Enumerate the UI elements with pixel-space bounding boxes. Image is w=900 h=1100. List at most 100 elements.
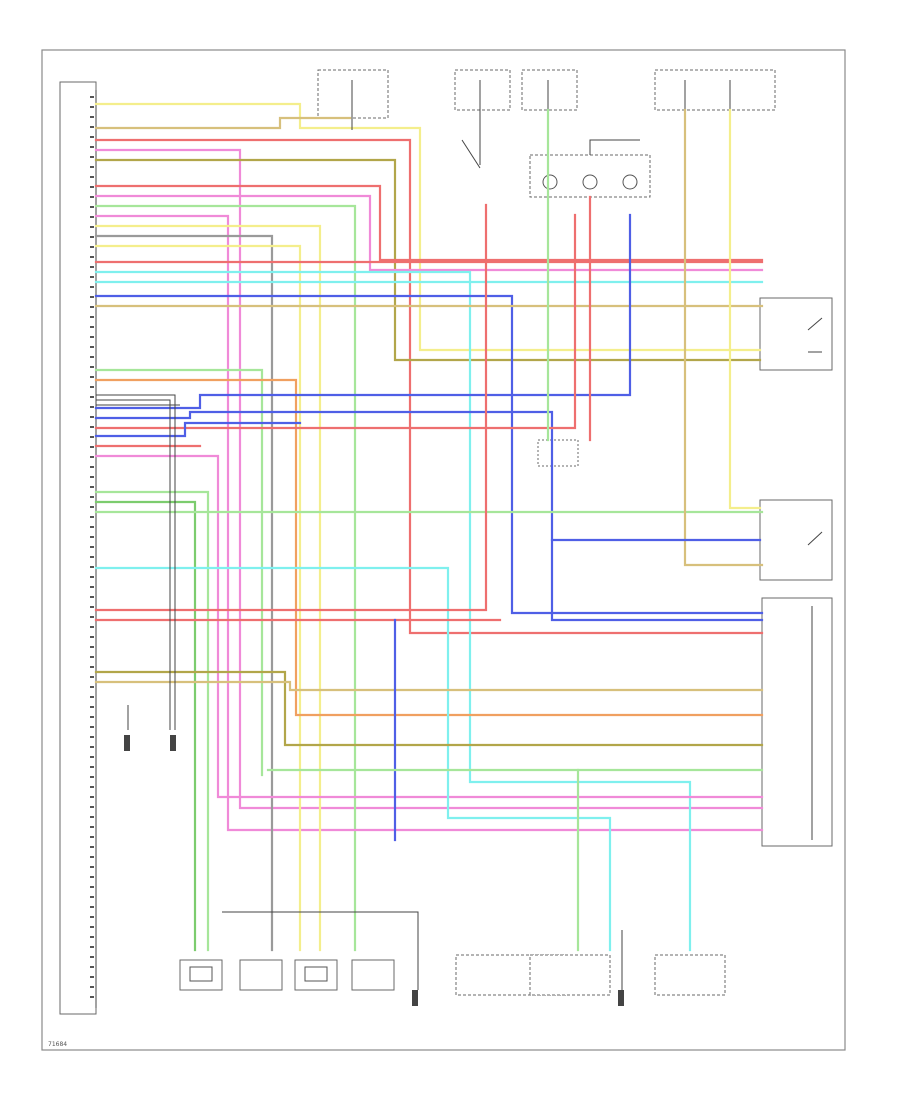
fuse-relay-box-right-center <box>521 69 578 111</box>
wire-green-7 <box>94 204 357 952</box>
connector-pin <box>90 336 94 338</box>
connector-pin <box>90 476 94 478</box>
connector-pin <box>90 806 94 808</box>
connector-pin <box>90 586 94 588</box>
connector-pin <box>90 506 94 508</box>
connector-pin <box>90 886 94 888</box>
connector-line-0 <box>96 394 176 730</box>
wire-tan-33 <box>683 108 764 567</box>
connector-pin <box>90 486 94 488</box>
connector-pin <box>90 736 94 738</box>
central-component <box>537 439 579 467</box>
connector-pin <box>90 366 94 368</box>
connector-pin <box>90 176 94 178</box>
sensor-box-3 <box>294 959 338 991</box>
wire-orange-18 <box>94 378 764 717</box>
connector-pin <box>90 356 94 358</box>
wire-group <box>94 102 764 990</box>
ground-symbol-left <box>124 735 624 1006</box>
wire-gray-10 <box>94 234 274 952</box>
sensor-box-2 <box>239 959 283 991</box>
bottom-module-box-3 <box>654 954 726 996</box>
connector-pin <box>90 906 94 908</box>
connector-pin <box>90 186 94 188</box>
connector-pin <box>90 956 94 958</box>
connector-pin <box>90 746 94 748</box>
connector-pin <box>90 846 94 848</box>
connector-pin <box>90 656 94 658</box>
connector-pin <box>90 826 94 828</box>
wire-tan-32 <box>94 680 764 692</box>
connector-pin <box>90 216 94 218</box>
wire-blue-15 <box>94 294 764 615</box>
connector-pin <box>90 106 94 108</box>
connector-pin <box>90 936 94 938</box>
connector-pin <box>90 126 94 128</box>
connector-pin <box>90 266 94 268</box>
connector-pin <box>90 686 94 688</box>
connector-pin <box>90 246 94 248</box>
connector-pin <box>90 766 94 768</box>
relay-block <box>529 154 651 198</box>
connector-pin <box>90 496 94 498</box>
connector-pin <box>90 896 94 898</box>
wire-cyan-13 <box>94 270 692 952</box>
connector-pin <box>90 526 94 528</box>
connector-pin <box>90 616 94 618</box>
wire-green-17 <box>94 368 264 777</box>
wire-pink-8 <box>94 214 764 832</box>
wire-red-2 <box>94 138 764 635</box>
connector-pin <box>90 166 94 168</box>
connector-pin <box>90 346 94 348</box>
connector-pin <box>90 676 94 678</box>
connector-pin <box>90 776 94 778</box>
connector-pin <box>90 756 94 758</box>
connector-pin <box>90 446 94 448</box>
wire-red-5 <box>94 184 764 262</box>
wire-red-29 <box>94 203 488 612</box>
connector-pin <box>90 146 94 148</box>
connector-pin <box>90 316 94 318</box>
connector-pin <box>90 386 94 388</box>
connector-pin <box>90 706 94 708</box>
wire-yellow-11 <box>94 244 302 952</box>
connector-pin <box>90 276 94 278</box>
connector-pin <box>90 786 94 788</box>
connector-pin <box>90 696 94 698</box>
connector-pin <box>90 306 94 308</box>
connector-pin <box>90 726 94 728</box>
connector-pin <box>90 556 94 558</box>
connector-pin <box>90 116 94 118</box>
connector-pin <box>90 376 94 378</box>
wire-tan-1 <box>94 116 352 130</box>
connector-pin <box>90 966 94 968</box>
connector-pin <box>90 836 94 838</box>
connector-pin <box>90 646 94 648</box>
sensor-box-1 <box>179 959 223 991</box>
connector-pin <box>90 96 94 98</box>
wire-darkgreen-26 <box>94 500 197 952</box>
connector-pin <box>90 996 94 998</box>
connector-pin <box>90 416 94 418</box>
switch-box-middle-right <box>759 499 833 581</box>
connector-pin <box>90 916 94 918</box>
connector-pin <box>90 636 94 638</box>
connector-pin <box>90 286 94 288</box>
connector-pin <box>90 606 94 608</box>
connector-pin <box>90 536 94 538</box>
wire-olive-31 <box>94 670 764 747</box>
fuse-relay-box-right <box>654 69 776 111</box>
wire-yellow-34 <box>728 108 762 510</box>
diagram-code: 71684 <box>48 1041 67 1048</box>
connector-pin <box>90 296 94 298</box>
connector-pin <box>90 976 94 978</box>
connector-pin <box>90 396 94 398</box>
connector-pin <box>90 856 94 858</box>
connector-pin <box>90 626 94 628</box>
sensor-box-4 <box>351 959 395 991</box>
connector-pin <box>90 406 94 408</box>
connector-line-8 <box>589 139 640 155</box>
connector-pin <box>90 196 94 198</box>
connector-pin <box>90 716 94 718</box>
